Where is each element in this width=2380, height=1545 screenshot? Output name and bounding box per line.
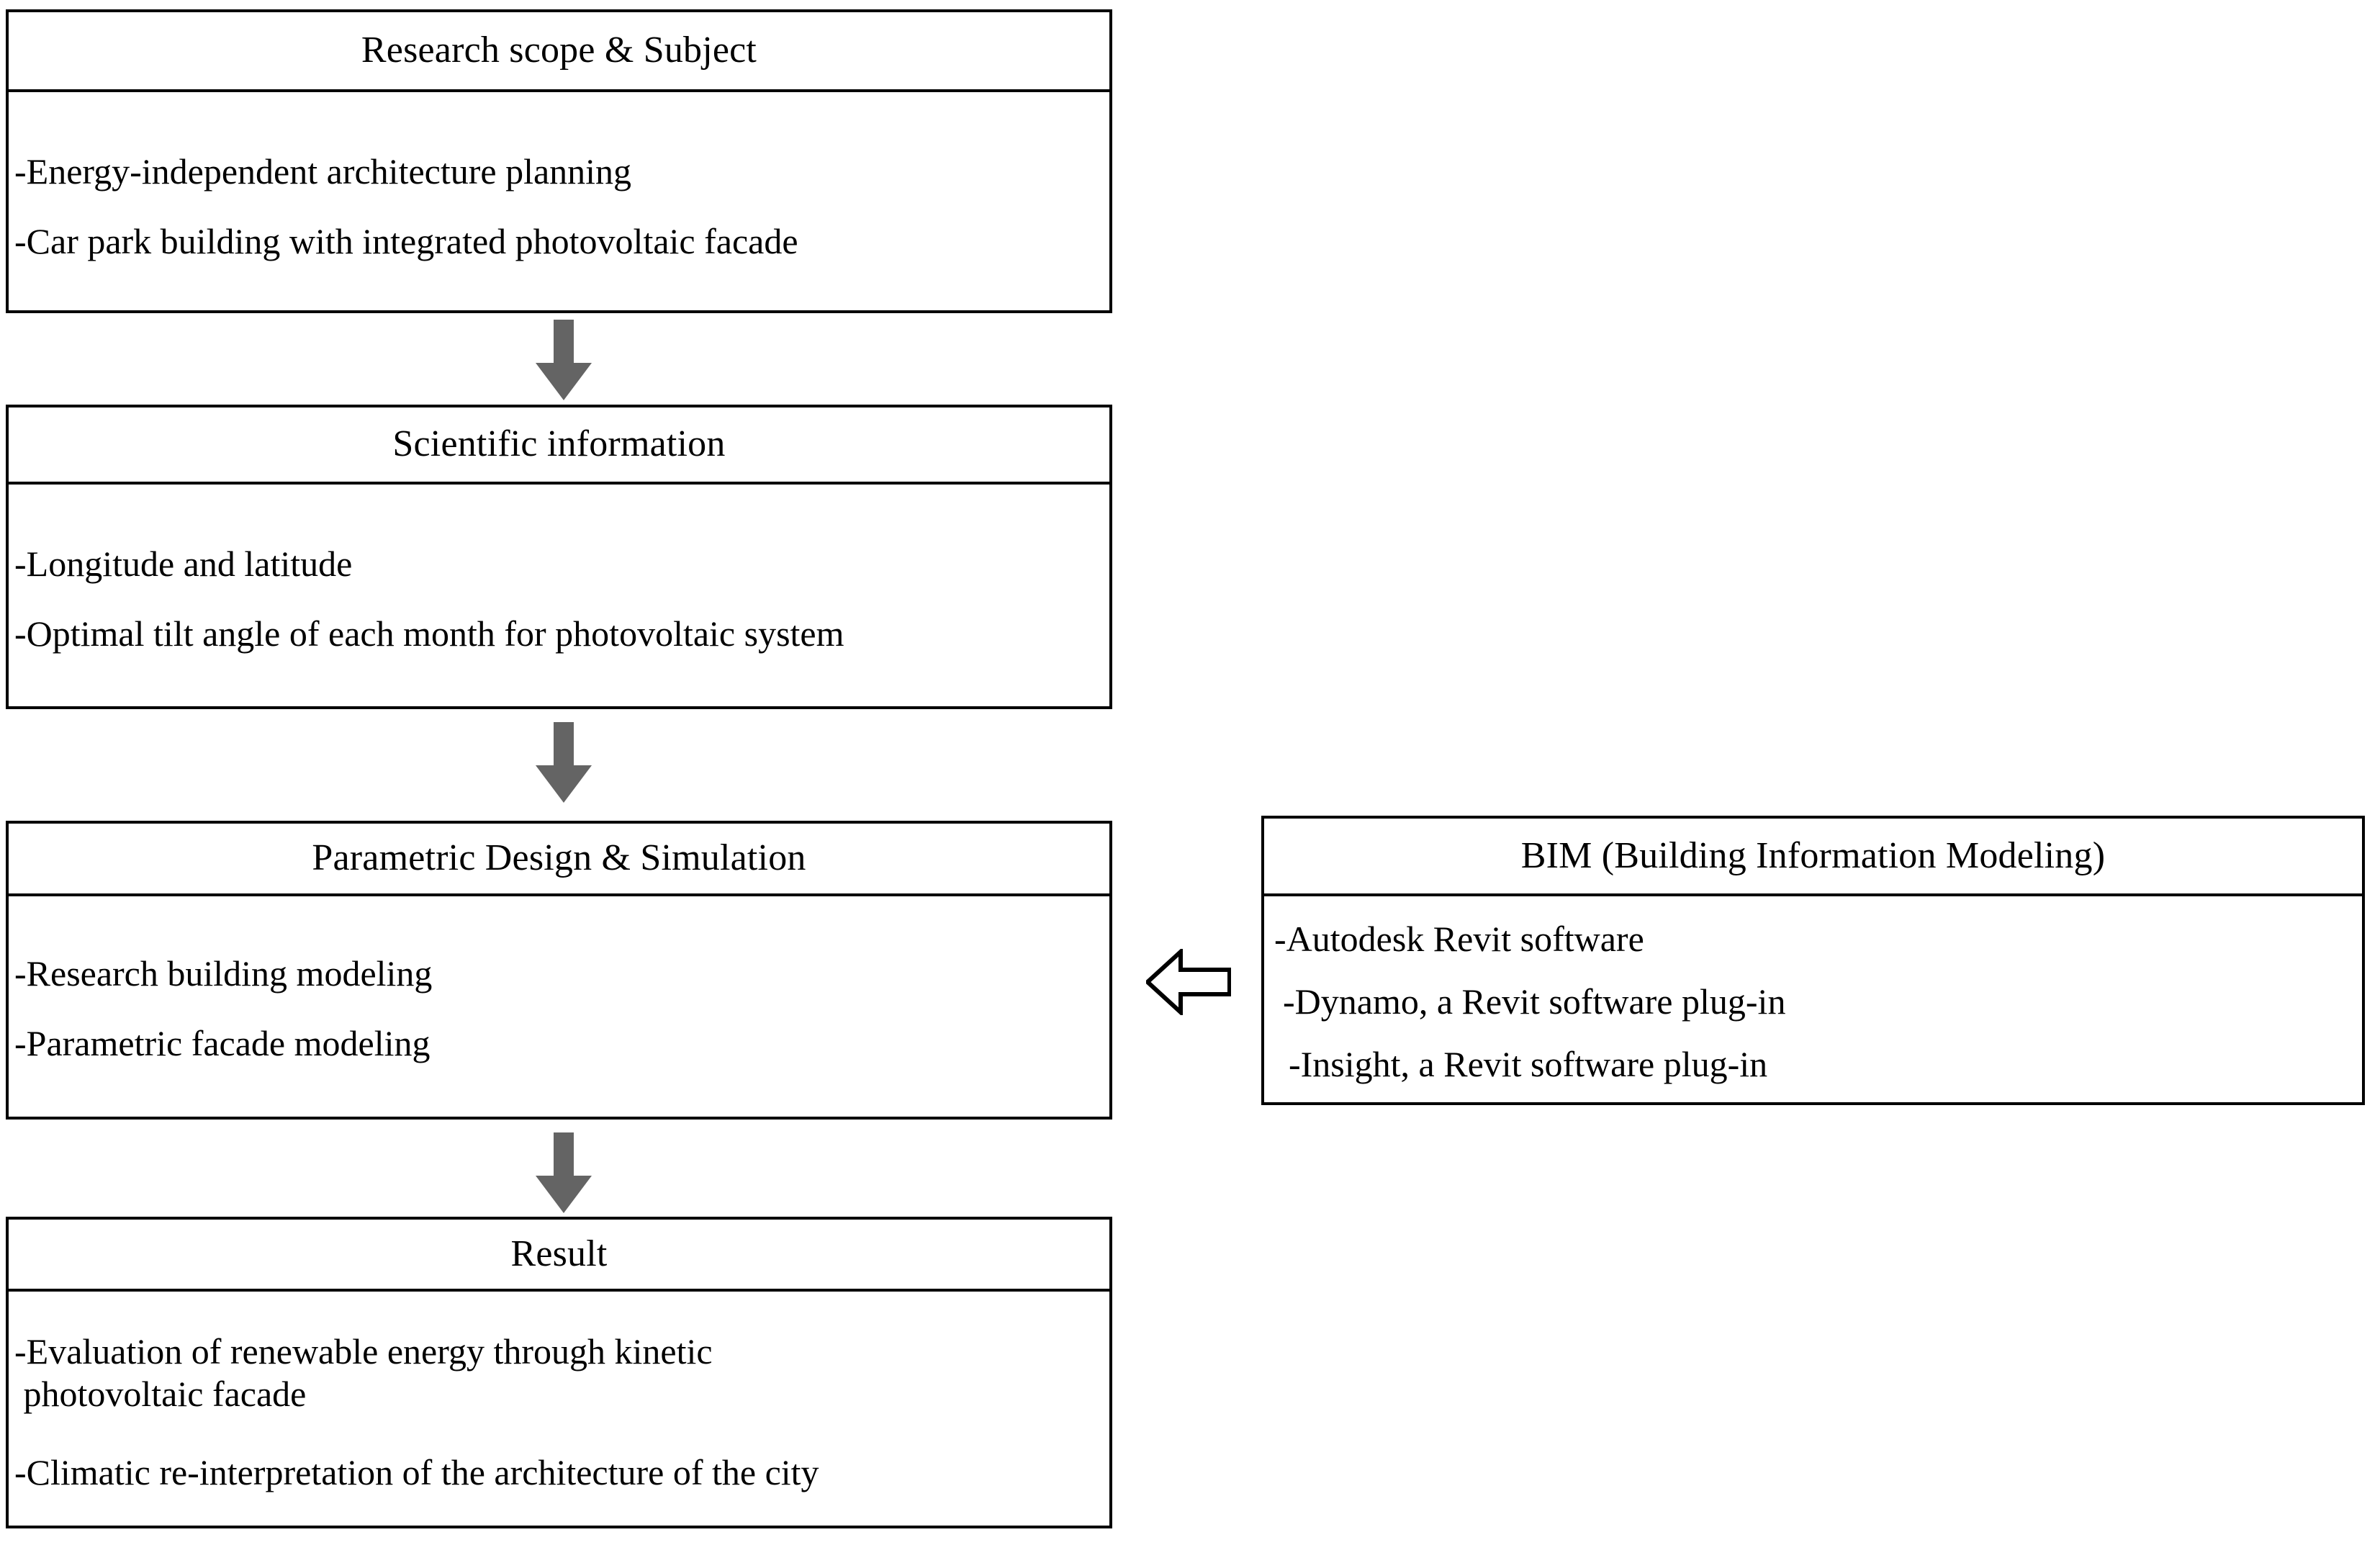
down-arrow-icon-scope-to-scientific bbox=[536, 320, 592, 400]
flow-box-body-bim: -Autodesk Revit software -Dynamo, a Revi… bbox=[1264, 896, 2362, 1102]
down-arrow-icon-parametric-to-result bbox=[536, 1132, 592, 1213]
flow-box-bim: BIM (Building Information Modeling) -Aut… bbox=[1261, 816, 2365, 1105]
flow-box-research-scope: Research scope & Subject -Energy-indepen… bbox=[6, 9, 1112, 313]
list-item: -Autodesk Revit software bbox=[1274, 918, 1644, 959]
flow-box-header-label-result: Result bbox=[510, 1233, 608, 1274]
list-item: -Parametric facade modeling bbox=[14, 1023, 431, 1063]
flow-box-parametric-design: Parametric Design & Simulation -Research… bbox=[6, 821, 1112, 1120]
flow-box-header-label-research-scope: Research scope & Subject bbox=[361, 30, 757, 71]
flow-box-header-scientific-information: Scientific information bbox=[9, 407, 1109, 485]
flow-box-scientific-information: Scientific information -Longitude and la… bbox=[6, 405, 1112, 709]
list-item: -Evaluation of renewable energy through … bbox=[14, 1331, 713, 1414]
flow-box-header-label-parametric-design: Parametric Design & Simulation bbox=[312, 837, 806, 879]
flow-box-result: Result -Evaluation of renewable energy t… bbox=[6, 1217, 1112, 1528]
flow-box-body-result: -Evaluation of renewable energy through … bbox=[9, 1292, 1109, 1526]
list-item: -Research building modeling bbox=[14, 953, 433, 994]
flow-box-header-label-bim: BIM (Building Information Modeling) bbox=[1520, 834, 2106, 876]
flow-box-header-research-scope: Research scope & Subject bbox=[9, 12, 1109, 92]
left-arrow-icon-bim-to-parametric bbox=[1144, 947, 1232, 1017]
flow-box-body-scientific-information: -Longitude and latitude -Optimal tilt an… bbox=[9, 485, 1109, 706]
down-arrow-icon-scientific-to-parametric bbox=[536, 722, 592, 803]
flow-box-body-research-scope: -Energy-independent architecture plannin… bbox=[9, 92, 1109, 310]
flow-box-header-label-scientific-information: Scientific information bbox=[392, 423, 726, 465]
flow-box-header-result: Result bbox=[9, 1220, 1109, 1292]
list-item: -Energy-independent architecture plannin… bbox=[14, 150, 632, 192]
list-item: -Insight, a Revit software plug-in bbox=[1289, 1043, 1768, 1084]
flow-box-header-parametric-design: Parametric Design & Simulation bbox=[9, 824, 1109, 896]
list-item: -Dynamo, a Revit software plug-in bbox=[1283, 981, 1786, 1022]
list-item: -Climatic re-interpretation of the archi… bbox=[14, 1452, 819, 1492]
flow-box-header-bim: BIM (Building Information Modeling) bbox=[1264, 819, 2362, 896]
flow-box-body-parametric-design: -Research building modeling -Parametric … bbox=[9, 896, 1109, 1117]
list-item: -Longitude and latitude bbox=[14, 544, 353, 584]
list-item: -Car park building with integrated photo… bbox=[14, 220, 798, 261]
list-item: -Optimal tilt angle of each month for ph… bbox=[14, 613, 844, 654]
